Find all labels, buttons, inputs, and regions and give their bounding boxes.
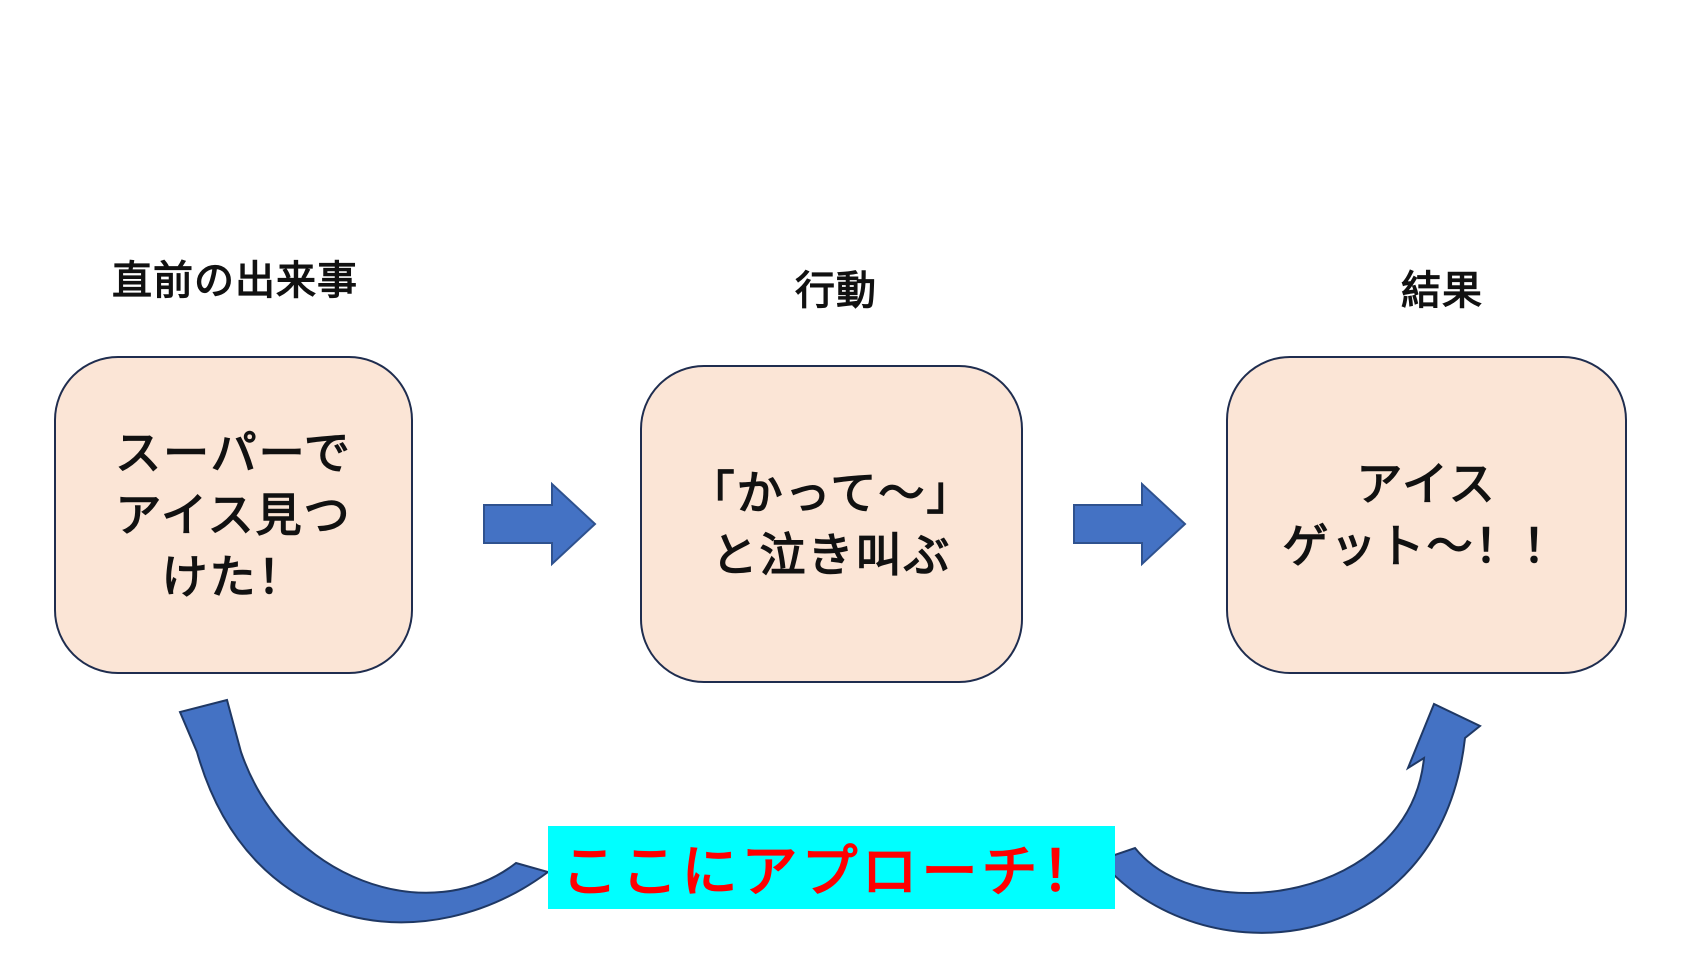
callout-label: ここにアプローチ！ bbox=[561, 840, 1102, 905]
heading-behavior: 行動 bbox=[795, 268, 877, 314]
behavior-box-text: 「かって～」 と泣き叫ぶ bbox=[688, 466, 975, 582]
approach-callout: ここにアプローチ！ bbox=[548, 826, 1115, 909]
antecedent-box-text: スーパーで アイス見つ けた！ bbox=[115, 426, 352, 604]
consequence-box: アイス ゲット～！！ bbox=[1226, 356, 1627, 674]
right-arrow-icon bbox=[483, 481, 597, 567]
antecedent-box: スーパーで アイス見つ けた！ bbox=[54, 356, 413, 674]
curved-arrow-left-icon bbox=[178, 698, 551, 924]
heading-consequence: 結果 bbox=[1401, 268, 1483, 314]
right-arrow-icon bbox=[1073, 481, 1187, 567]
curved-arrow-right-icon bbox=[1098, 702, 1482, 934]
behavior-box: 「かって～」 と泣き叫ぶ bbox=[640, 365, 1023, 683]
consequence-box-text: アイス ゲット～！！ bbox=[1282, 457, 1571, 573]
heading-antecedent: 直前の出来事 bbox=[112, 258, 358, 304]
